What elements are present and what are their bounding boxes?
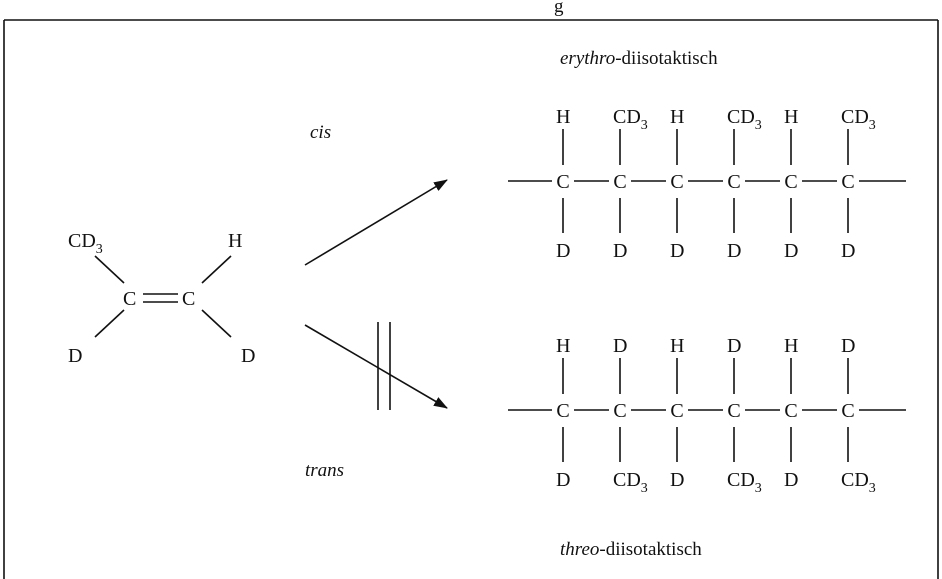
threo-carbon-0: C <box>556 400 569 422</box>
trans-arrow <box>304 324 448 409</box>
monomer-bottom-right: D <box>241 345 255 367</box>
monomer-top-left: CD3 <box>68 230 103 257</box>
erythro-bottom-1: D <box>613 240 627 262</box>
monomer-top-right: H <box>228 230 242 252</box>
threo-top-2: H <box>670 335 684 357</box>
threo-title: threo-diisotaktisch <box>560 539 702 560</box>
cis-arrow <box>304 179 448 266</box>
threo-top-1: D <box>613 335 627 357</box>
erythro-top-2: H <box>670 106 684 128</box>
threo-carbon-3: C <box>727 400 740 422</box>
erythro-bottom-3: D <box>727 240 741 262</box>
erythro-carbon-5: C <box>841 171 854 193</box>
erythro-bottom-4: D <box>784 240 798 262</box>
erythro-carbon-0: C <box>556 171 569 193</box>
threo-bottom-2: D <box>670 469 684 491</box>
threo-bottom-1: CD3 <box>613 469 648 496</box>
threo-bottom-5: CD3 <box>841 469 876 496</box>
header-fragment: g <box>554 0 564 17</box>
threo-carbon-5: C <box>841 400 854 422</box>
threo-polymer: threo-diisotaktisch CHDCDCD3CHDCDCD3CHDC… <box>508 335 906 560</box>
erythro-top-4: H <box>784 106 798 128</box>
threo-top-3: D <box>727 335 741 357</box>
erythro-carbon-1: C <box>613 171 626 193</box>
erythro-carbon-4: C <box>784 171 797 193</box>
bond-ul <box>94 255 125 284</box>
bond-ur <box>201 255 232 284</box>
monomer-center-left: C <box>123 288 136 310</box>
erythro-carbon-2: C <box>670 171 683 193</box>
erythro-top-5: CD3 <box>841 106 876 133</box>
erythro-bottom-2: D <box>670 240 684 262</box>
monomer-structure: CD3 H C C D D <box>68 230 255 367</box>
trans-label: trans <box>305 460 344 481</box>
erythro-top-0: H <box>556 106 570 128</box>
erythro-bottom-0: D <box>556 240 570 262</box>
threo-bottom-4: D <box>784 469 798 491</box>
threo-carbon-4: C <box>784 400 797 422</box>
bond-lr <box>201 309 232 338</box>
erythro-carbon-3: C <box>727 171 740 193</box>
erythro-top-1: CD3 <box>613 106 648 133</box>
threo-carbon-1: C <box>613 400 626 422</box>
erythro-bottom-5: D <box>841 240 855 262</box>
bond-ll <box>94 309 125 338</box>
cis-label: cis <box>310 122 331 143</box>
threo-top-0: H <box>556 335 570 357</box>
erythro-top-3: CD3 <box>727 106 762 133</box>
threo-chain: C H D C D CD3 C H D C D CD3 C H D C D CD3 <box>508 335 906 496</box>
erythro-title: erythro-diisotaktisch <box>560 48 718 69</box>
threo-top-5: D <box>841 335 855 357</box>
threo-carbon-2: C <box>670 400 683 422</box>
monomer-bottom-left: D <box>68 345 82 367</box>
threo-bottom-0: D <box>556 469 570 491</box>
pathways: cis trans <box>304 122 448 481</box>
threo-top-4: H <box>784 335 798 357</box>
threo-bottom-3: CD3 <box>727 469 762 496</box>
monomer-center-right: C <box>182 288 195 310</box>
